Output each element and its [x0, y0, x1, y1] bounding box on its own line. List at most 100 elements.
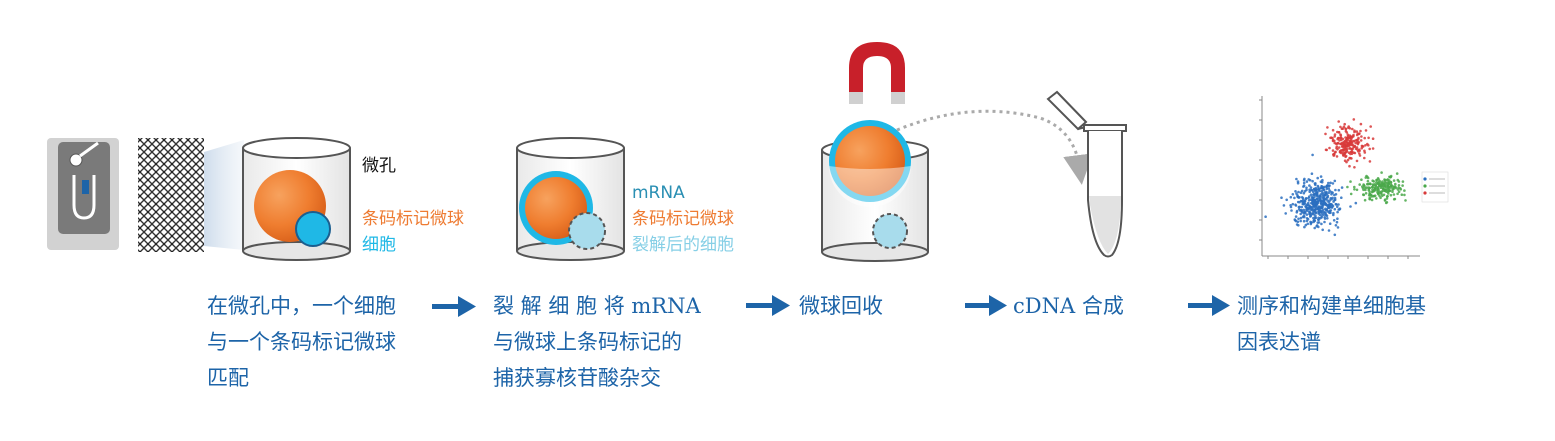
scatter-point [1333, 233, 1337, 237]
scatter-point [1326, 195, 1329, 199]
microwell-array-zoom [138, 138, 244, 252]
scatter-point [1356, 142, 1360, 146]
scatter-point [1375, 179, 1378, 182]
label-barcode-bead: 条码标记微球 [632, 209, 734, 229]
scatter-point [1303, 189, 1307, 193]
tsne-scatter-plot-icon [1259, 96, 1449, 259]
scatter-point [1385, 197, 1389, 200]
label-barcode-bead: 条码标记微球 [362, 209, 464, 229]
scatter-point [1306, 207, 1310, 210]
scatter-point [1372, 194, 1375, 198]
scatter-point [1320, 222, 1323, 226]
scatter-point [1383, 198, 1387, 201]
scatter-point [1311, 199, 1314, 203]
scatter-point [1360, 178, 1363, 181]
scatter-point [1357, 132, 1361, 136]
scatter-point [1307, 201, 1310, 205]
scatter-point [1311, 196, 1314, 200]
scatter-point [1311, 179, 1314, 183]
scatter-point [1312, 201, 1316, 205]
scatter-point [1348, 164, 1351, 168]
scatter-point [1305, 204, 1308, 207]
scatter-point [1347, 126, 1350, 130]
scatter-point [1297, 217, 1300, 221]
scatter-point [1334, 142, 1338, 145]
scatter-point [1400, 193, 1404, 196]
scatter-point [1344, 127, 1347, 130]
scatter-point [1334, 193, 1338, 196]
scatter-point [1323, 220, 1326, 224]
scatter-point [1333, 133, 1337, 136]
scatter-point [1341, 127, 1344, 130]
scatter-point [1299, 219, 1302, 223]
scatter-point [1374, 187, 1377, 190]
scatter-point [1313, 195, 1316, 199]
right-arrow-icon [1188, 295, 1230, 316]
scatter-point [1332, 153, 1335, 156]
scatter-point [1319, 193, 1322, 196]
scatter-point [1320, 214, 1323, 218]
scatter-point [1334, 224, 1338, 227]
scatter-point [1303, 215, 1306, 219]
scatter-point [1319, 206, 1323, 210]
scatter-point [1336, 217, 1339, 220]
scatter-point [1397, 184, 1401, 187]
scatter-point [1354, 201, 1358, 205]
scatter-point [1308, 211, 1312, 214]
scatter-point [1318, 209, 1321, 212]
scatter-point [1305, 180, 1309, 183]
scatter-point [1353, 166, 1356, 169]
scatter-point [1337, 120, 1340, 123]
scatter-point [1331, 149, 1335, 152]
scatter-point [1335, 203, 1338, 206]
scatter-point [1328, 222, 1332, 225]
scatter-point [1359, 122, 1363, 126]
scatter-point [1375, 181, 1378, 184]
scatter-point [1320, 204, 1323, 207]
scatter-point [1308, 190, 1311, 193]
scatter-point [1348, 156, 1351, 160]
scatter-point [1311, 212, 1315, 215]
scatter-point [1364, 129, 1368, 132]
scatter-point [1300, 196, 1304, 199]
scatter-point [1331, 182, 1335, 185]
scatter-point [1319, 175, 1323, 178]
scatter-point [1363, 156, 1366, 160]
scatter-point [1340, 196, 1343, 199]
lysed-cell [872, 213, 908, 249]
scatter-point [1321, 178, 1324, 182]
scatter-point [1331, 138, 1335, 142]
scatter-point [1404, 199, 1407, 202]
label-lysed-cell: 裂解后的细胞 [632, 235, 734, 255]
scatter-point [1365, 182, 1369, 186]
scatter-point [1401, 180, 1405, 183]
scatter-point [1299, 216, 1303, 220]
label-cell: 细胞 [362, 235, 396, 255]
scatter-point [1344, 129, 1348, 133]
scatter-point [1355, 159, 1359, 163]
scatter-point [1368, 190, 1371, 193]
scatter-point [1397, 190, 1401, 193]
caption-step-4: cDNA 合成 [1013, 294, 1124, 318]
scatter-point [1280, 196, 1283, 199]
microcentrifuge-tube-icon [1046, 90, 1127, 258]
scatter-point [1336, 205, 1339, 209]
scatter-point [1343, 148, 1346, 152]
scatter-point [1319, 201, 1323, 205]
scatter-point [1366, 179, 1370, 183]
scatter-point [1327, 204, 1330, 207]
scatter-point [1317, 221, 1321, 224]
scatter-point [1339, 136, 1343, 139]
scatter-point [1302, 198, 1305, 202]
scatter-point [1320, 180, 1324, 184]
scatter-point [1368, 192, 1372, 196]
scatter-point [1316, 176, 1319, 180]
scatter-point [1371, 179, 1374, 182]
scatter-point [1304, 223, 1308, 227]
scatter-point [1346, 158, 1350, 162]
cluster-red-points [1324, 118, 1375, 169]
scatter-point [1392, 186, 1395, 190]
scatter-point [1348, 143, 1352, 147]
scatter-point [1330, 136, 1333, 139]
scatter-point [1349, 192, 1353, 196]
